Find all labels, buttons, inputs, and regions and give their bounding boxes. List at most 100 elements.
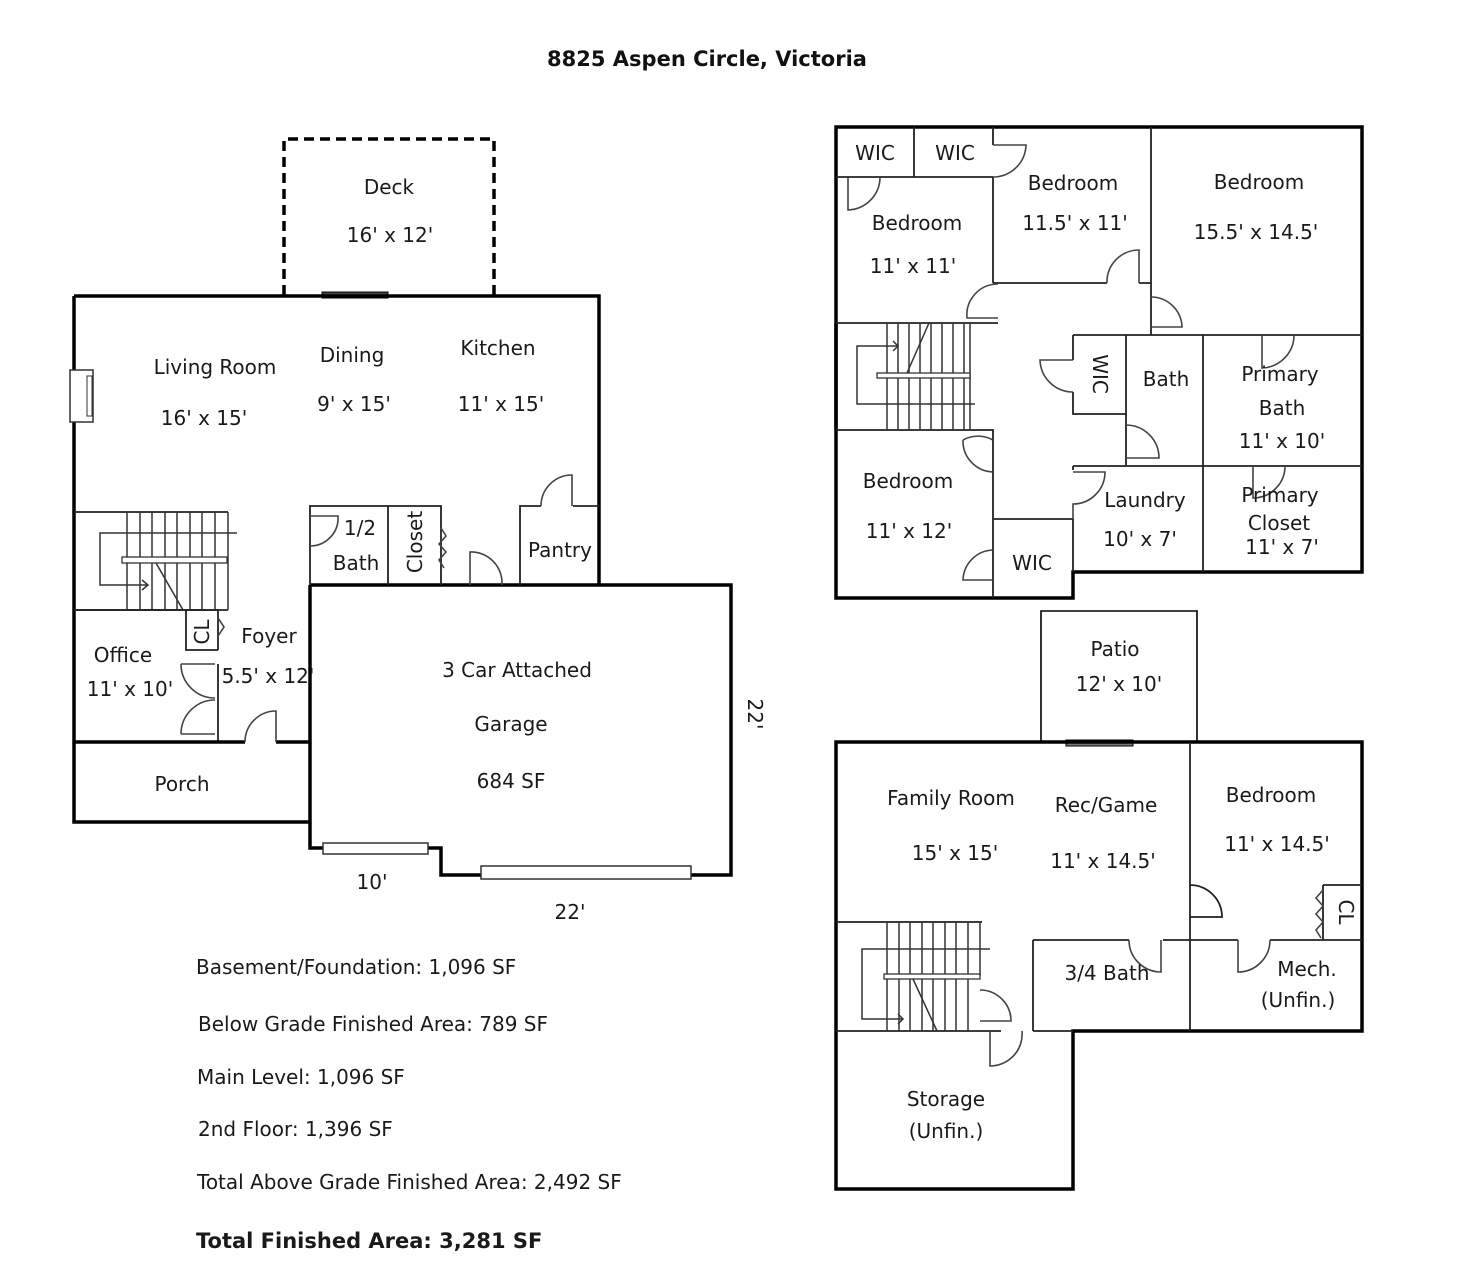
bedroom-west-wall — [1189, 742, 1223, 1031]
door-icon — [309, 515, 339, 547]
bifold-door-icon — [1314, 889, 1325, 939]
area-main-level: Main Level: 1,096 SF — [197, 1065, 405, 1089]
room-name: 3/4 Bath — [1064, 961, 1149, 985]
room-name: Bath — [1259, 396, 1306, 420]
room-name: Office — [94, 643, 152, 667]
stair-break-line — [906, 322, 930, 374]
room-name: Laundry — [1104, 488, 1186, 512]
room-name: Bedroom — [1214, 170, 1304, 194]
room-size: 11.5' x 11' — [1022, 211, 1128, 235]
door-icon — [1128, 939, 1162, 973]
door-icon — [992, 144, 1027, 178]
room-size: 11' x 10' — [87, 677, 173, 701]
stair-break-line — [155, 562, 184, 611]
room-name: Bedroom — [1028, 171, 1118, 195]
room-size: 16' x 15' — [161, 406, 247, 430]
door-icon — [1125, 424, 1160, 459]
stair-wall — [836, 429, 994, 440]
door-icon — [847, 176, 881, 211]
door-icon — [962, 435, 994, 473]
stair-arrow-icon — [99, 532, 237, 591]
fireplace-detail — [86, 375, 93, 417]
room-size: 15' x 15' — [912, 841, 998, 865]
room-name: Bath — [333, 551, 380, 575]
room-name: Garage — [474, 712, 547, 736]
room-size: 9' x 15' — [317, 392, 391, 416]
room-name: Primary — [1241, 483, 1318, 507]
main-exterior-wall — [74, 294, 601, 585]
deck-outline — [282, 137, 496, 295]
room-size: 11' x 14.5' — [1050, 849, 1156, 873]
door-icon — [979, 989, 1012, 1022]
fireplace-icon — [69, 369, 94, 423]
door-icon — [540, 474, 573, 507]
room-name: Pantry — [528, 538, 592, 562]
area-summary: Basement/Foundation: 1,096 SF Below Grad… — [196, 955, 622, 1253]
room-name: (Unfin.) — [909, 1119, 984, 1143]
dimension-label: 10' — [357, 870, 388, 894]
door-icon — [1072, 471, 1106, 519]
front-door-icon — [244, 710, 277, 743]
bifold-door-icon — [217, 617, 225, 637]
room-name: Rec/Game — [1055, 793, 1158, 817]
wic-walls — [836, 127, 994, 283]
garage-wall-step — [428, 846, 481, 877]
room-size: 16' x 12' — [347, 223, 433, 247]
door-icon — [1237, 939, 1271, 973]
double-door-icon — [180, 663, 216, 735]
room-size: 11' x 15' — [458, 392, 544, 416]
door-icon — [1039, 359, 1074, 393]
door-icon — [469, 551, 503, 586]
room-size: 11' x 11' — [870, 254, 956, 278]
area-second-floor: 2nd Floor: 1,396 SF — [198, 1117, 393, 1141]
page-title: 8825 Aspen Circle, Victoria — [547, 47, 867, 71]
door-icon — [1106, 249, 1140, 284]
room-name: Primary — [1241, 362, 1318, 386]
room-name: Bedroom — [863, 469, 953, 493]
room-name: Porch — [154, 772, 209, 796]
second-floor-stairs — [836, 322, 994, 440]
patio-outline — [1040, 610, 1198, 742]
room-name: Storage — [907, 1087, 985, 1111]
garage-door-small-icon — [322, 842, 429, 855]
room-size: 5.5' x 12' — [222, 664, 315, 688]
office-wall — [74, 609, 219, 650]
room-name: Closet — [403, 511, 427, 573]
room-name: WIC — [1088, 354, 1112, 394]
room-name: Living Room — [154, 355, 277, 379]
room-name: Dining — [320, 343, 385, 367]
room-size: 11' x 10' — [1239, 429, 1325, 453]
room-size: 11' x 7' — [1245, 535, 1319, 559]
stair-arrow-icon — [856, 340, 975, 405]
area-total-finished: Total Finished Area: 3,281 SF — [196, 1229, 542, 1253]
dimension-label: 22' — [743, 699, 767, 730]
room-name: Bedroom — [1226, 783, 1316, 807]
stair-landing — [883, 973, 981, 980]
room-name: CL — [1334, 899, 1358, 925]
foyer-closet-wall — [185, 610, 218, 651]
main-exterior-wall-west — [72, 296, 310, 824]
room-name: WIC — [1012, 551, 1052, 575]
room-name: CL — [190, 619, 214, 645]
basement-stairs — [836, 921, 1012, 1032]
second-floor-plan: WIC WIC Bedroom 11' x 11' Bedroom 11.5' … — [834, 125, 1364, 600]
stair-landing — [876, 372, 971, 379]
basement-plan: Patio 12' x 10' Family Room 15' x 15' Re… — [834, 610, 1364, 1191]
room-name: Kitchen — [460, 336, 535, 360]
main-level-plan: Deck 16' x 12' Living Room 16' x 15' Din… — [69, 137, 767, 924]
stair-arrow-icon — [861, 948, 990, 1025]
room-name: 3 Car Attached — [442, 658, 592, 682]
pantry-walls — [519, 505, 541, 585]
room-name: WIC — [855, 141, 895, 165]
room-name: Bath — [1143, 367, 1190, 391]
stair-wall — [836, 921, 1001, 1032]
bifold-door-icon — [437, 527, 448, 569]
room-size: 12' x 10' — [1076, 672, 1162, 696]
closet-walls — [1322, 884, 1362, 940]
room-name: WIC — [935, 141, 975, 165]
garage-wall-west — [308, 585, 323, 850]
room-area: 684 SF — [477, 769, 546, 793]
dimension-label: 22' — [555, 900, 586, 924]
area-basement-foundation: Basement/Foundation: 1,096 SF — [196, 955, 516, 979]
